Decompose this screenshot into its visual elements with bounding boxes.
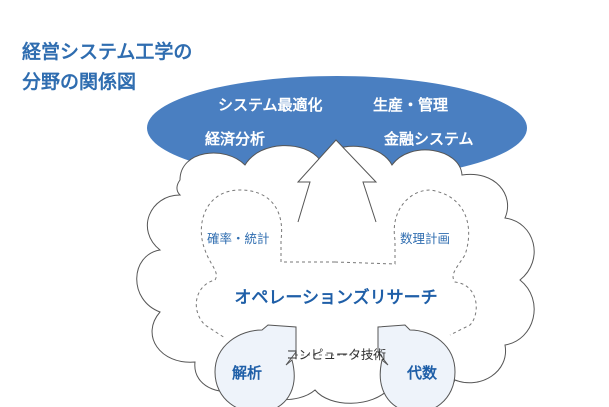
- analysis-cycle-arrow: [214, 324, 297, 407]
- field-computer-technology: コンピュータ技術: [286, 347, 386, 362]
- app-financial-system: 金融システム: [383, 130, 474, 148]
- up-arrow: [296, 139, 378, 223]
- algebra-cycle-arrow: [377, 324, 456, 407]
- app-production-management: 生産・管理: [373, 96, 448, 114]
- title-line-2: 分野の関係図: [22, 70, 136, 93]
- field-mathematical-programming: 数理計画: [400, 231, 450, 246]
- app-economic-analysis: 経済分析: [205, 130, 265, 148]
- dashed-field-area: [195, 189, 477, 339]
- field-analysis: 解析: [232, 364, 262, 382]
- field-algebra: 代数: [406, 364, 438, 382]
- title-line-1: 経営システム工学の: [22, 40, 192, 63]
- field-operations-research: オペレーションズリサーチ: [234, 287, 437, 308]
- field-probability-statistics: 確率・統計: [207, 231, 270, 246]
- app-system-optimization: システム最適化: [218, 96, 323, 114]
